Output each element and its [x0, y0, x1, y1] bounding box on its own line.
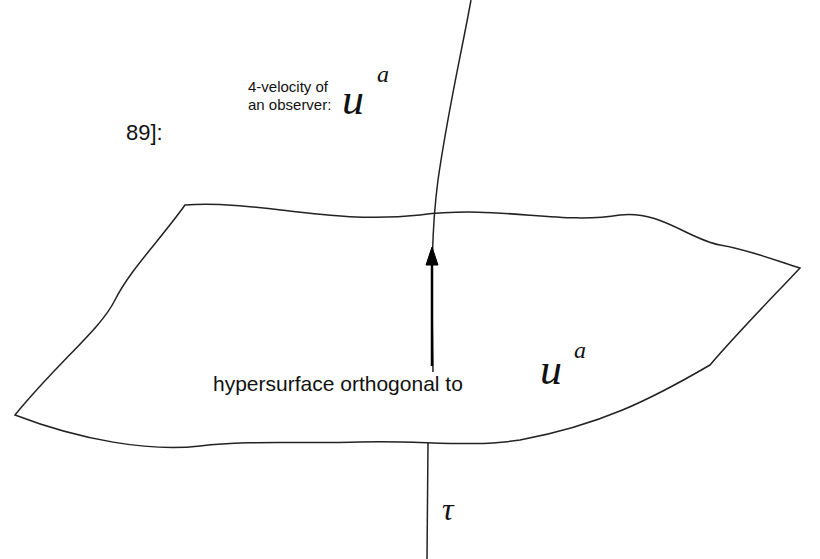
arrow-head — [426, 247, 438, 265]
surface-path — [15, 204, 800, 447]
observer-label: 4-velocity of an observer: — [248, 78, 340, 114]
hypersurface-region: hypersurface orthogonal to ua — [0, 185, 820, 460]
citation-fragment: 89]: — [126, 122, 163, 144]
velocity-arrow — [431, 262, 434, 366]
surface-label: hypersurface orthogonal to — [213, 373, 463, 394]
vector-index: a — [377, 62, 389, 86]
hypersurface-outline — [0, 185, 820, 460]
worldline-lower — [427, 443, 428, 559]
vector-symbol: u — [540, 348, 562, 392]
vector-index: a — [574, 338, 586, 362]
proper-time-label: τ — [442, 493, 453, 525]
worldline-curve — [432, 0, 471, 372]
vector-symbol: u — [342, 78, 364, 122]
